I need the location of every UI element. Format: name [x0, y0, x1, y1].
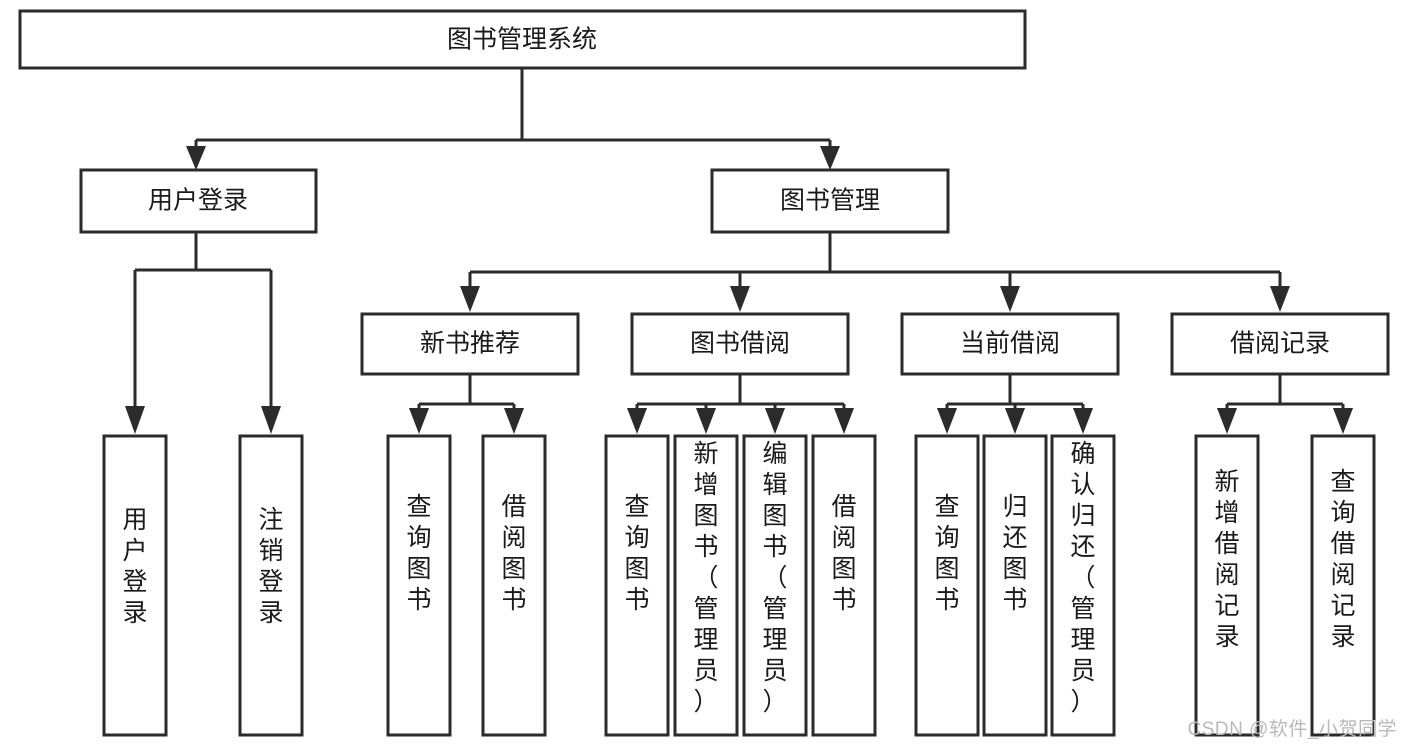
leaf-current-borrow-2-label: 归还图书 [1002, 493, 1027, 614]
node-book-management-label: 图书管理 [780, 187, 880, 215]
node-user-login-box[interactable] [79, 168, 318, 234]
node-new-book-recommend-label: 新书推荐 [420, 330, 520, 358]
leaf-book-borrow-1-label: 查询图书 [624, 493, 649, 614]
arrow-head-leaf-bookborrow-4 [834, 408, 854, 434]
node-user-login[interactable]: 用户登录 [79, 168, 318, 234]
leaf-current-borrow-1-box[interactable] [914, 434, 980, 737]
arrow-head-newbook [460, 286, 480, 312]
connectors [125, 68, 1353, 434]
arrow-head-leaf-user-login-2 [261, 406, 281, 434]
leaf-new-book-recommend-1[interactable]: 查询图书 [386, 434, 452, 737]
leaf-book-borrow-2[interactable]: 新增图书（管理员） [673, 434, 739, 737]
node-user-login-label: 用户登录 [148, 187, 248, 215]
leaf-book-borrow-4-label: 借阅图书 [831, 493, 856, 614]
arrow-head-bookborrow [730, 286, 750, 312]
leaf-borrow-record-2-box[interactable] [1310, 434, 1376, 737]
node-root-system[interactable]: 图书管理系统 [18, 9, 1027, 70]
arrow-head-leaf-bookborrow-1 [627, 408, 647, 434]
leaf-book-borrow-4[interactable]: 借阅图书 [811, 434, 877, 737]
leaf-book-borrow-3-label: 编辑图书（管理员） [762, 440, 787, 716]
leaf-borrow-record-2[interactable]: 查询借阅记录 [1310, 434, 1376, 737]
leaf-user-login-2-box[interactable] [238, 434, 304, 737]
arrow-head-bookmgmt [820, 146, 840, 170]
leaf-new-book-recommend-2-box[interactable] [481, 434, 547, 737]
leaf-current-borrow-1-label: 查询图书 [934, 493, 959, 614]
leaf-user-login-2-label: 注销登录 [258, 506, 283, 627]
node-book-borrow-label: 图书借阅 [690, 330, 790, 358]
node-root-system-box[interactable] [18, 9, 1027, 70]
arrow-head-leaf-bookborrow-3 [765, 408, 785, 434]
node-book-borrow[interactable]: 图书借阅 [630, 312, 850, 376]
leaf-new-book-recommend-1-label: 查询图书 [406, 493, 431, 614]
arrow-head-leaf-newbook-1 [409, 408, 429, 434]
arrow-head-leaf-borrowrecord-2 [1333, 408, 1353, 434]
node-root-system-label: 图书管理系统 [447, 26, 597, 54]
arrow-head-leaf-user-login-1 [125, 406, 145, 434]
arrow-head-currentborrow [1000, 286, 1020, 312]
node-borrow-record-label: 借阅记录 [1230, 330, 1330, 358]
leaf-book-borrow-1[interactable]: 查询图书 [604, 434, 670, 737]
leaf-new-book-recommend-2-label: 借阅图书 [501, 493, 526, 614]
leaf-user-login-1[interactable]: 用户登录 [102, 434, 168, 737]
leaf-book-borrow-1-box[interactable] [604, 434, 670, 737]
leaf-current-borrow-3-box[interactable] [1050, 434, 1116, 737]
node-current-borrow[interactable]: 当前借阅 [900, 312, 1120, 376]
leaf-new-book-recommend-1-box[interactable] [386, 434, 452, 737]
node-book-borrow-box[interactable] [630, 312, 850, 376]
node-current-borrow-box[interactable] [900, 312, 1120, 376]
arrow-head-leaf-currentborrow-3 [1073, 408, 1093, 434]
node-new-book-recommend[interactable]: 新书推荐 [360, 312, 580, 376]
arrow-head-leaf-currentborrow-1 [937, 408, 957, 434]
node-book-management[interactable]: 图书管理 [710, 168, 950, 234]
leaf-current-borrow-1[interactable]: 查询图书 [914, 434, 980, 737]
leaf-book-borrow-3-box[interactable] [742, 434, 808, 737]
csdn-watermark: CSDN @软件_小贺同学 [1187, 719, 1397, 740]
node-current-borrow-label: 当前借阅 [960, 330, 1060, 358]
leaf-book-borrow-2-label: 新增图书（管理员） [693, 440, 718, 716]
leaf-current-borrow-2[interactable]: 归还图书 [982, 434, 1048, 737]
arrow-head-leaf-bookborrow-2 [696, 408, 716, 434]
leaf-user-login-1-label: 用户登录 [122, 506, 147, 627]
leaf-borrow-record-1-label: 新增借阅记录 [1214, 468, 1239, 651]
node-borrow-record-box[interactable] [1170, 312, 1390, 376]
arrow-head-userlogin [186, 146, 206, 170]
leaf-new-book-recommend-2[interactable]: 借阅图书 [481, 434, 547, 737]
leaf-current-borrow-2-box[interactable] [982, 434, 1048, 737]
leaf-borrow-record-1[interactable]: 新增借阅记录 [1194, 434, 1260, 737]
leaf-current-borrow-3-label: 确认归还（管理员） [1070, 440, 1095, 716]
leaf-book-borrow-2-box[interactable] [673, 434, 739, 737]
leaf-user-login-1-box[interactable] [102, 434, 168, 737]
node-borrow-record[interactable]: 借阅记录 [1170, 312, 1390, 376]
arrow-head-leaf-borrowrecord-1 [1217, 408, 1237, 434]
leaf-borrow-record-2-label: 查询借阅记录 [1330, 468, 1355, 651]
arrow-head-borrowrecord [1270, 286, 1290, 312]
leaf-borrow-record-1-box[interactable] [1194, 434, 1260, 737]
leaf-user-login-2[interactable]: 注销登录 [238, 434, 304, 737]
arrow-head-leaf-currentborrow-2 [1005, 408, 1025, 434]
leaf-current-borrow-3[interactable]: 确认归还（管理员） [1050, 434, 1116, 737]
node-book-management-box[interactable] [710, 168, 950, 234]
leaf-book-borrow-3[interactable]: 编辑图书（管理员） [742, 434, 808, 737]
arrow-head-leaf-newbook-2 [504, 408, 524, 434]
node-new-book-recommend-box[interactable] [360, 312, 580, 376]
leaf-book-borrow-4-box[interactable] [811, 434, 877, 737]
